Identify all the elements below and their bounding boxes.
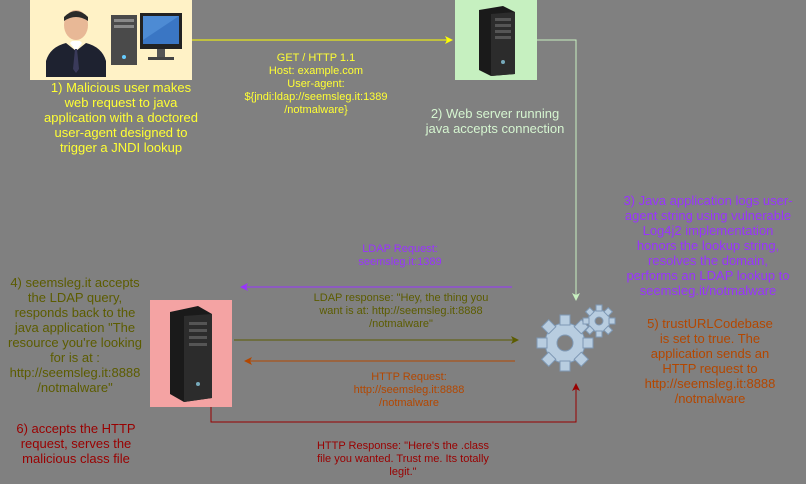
step5-label: 5) trustURLCodebase is set to true. The … [644, 316, 776, 406]
http-get-label: GET / HTTP 1.1 Host: example.com User-ag… [244, 52, 388, 116]
http-request-label: HTTP Request: http://seemsleg.it:8888 /n… [353, 371, 465, 409]
user-with-computer-icon [46, 10, 182, 77]
step3-label: 3) Java application logs user- agent str… [623, 193, 793, 298]
server-tower-icon [479, 6, 515, 76]
gears-icon [536, 304, 616, 372]
ldap-server-node [150, 300, 232, 407]
arrow-server-to-app [537, 39, 580, 301]
ldap-response-label: LDAP response: "Hey, the thing you want … [313, 292, 489, 330]
attacker-node [30, 0, 192, 80]
step2-label: 2) Web server running java accepts conne… [425, 106, 565, 136]
step4-label: 4) seemsleg.it accepts the LDAP query, r… [8, 275, 142, 395]
step1-label: 1) Malicious user makes web request to j… [44, 80, 198, 155]
server-tower-icon [170, 306, 212, 402]
http-response-label: HTTP Response: "Here's the .class file y… [316, 440, 490, 478]
ldap-request-label: LDAP Request: seemsleg.it:1389 [358, 243, 442, 268]
arrow-http-response [210, 383, 580, 423]
web-server-node [455, 0, 537, 80]
step6-label: 6) accepts the HTTP request, serves the … [16, 421, 136, 466]
